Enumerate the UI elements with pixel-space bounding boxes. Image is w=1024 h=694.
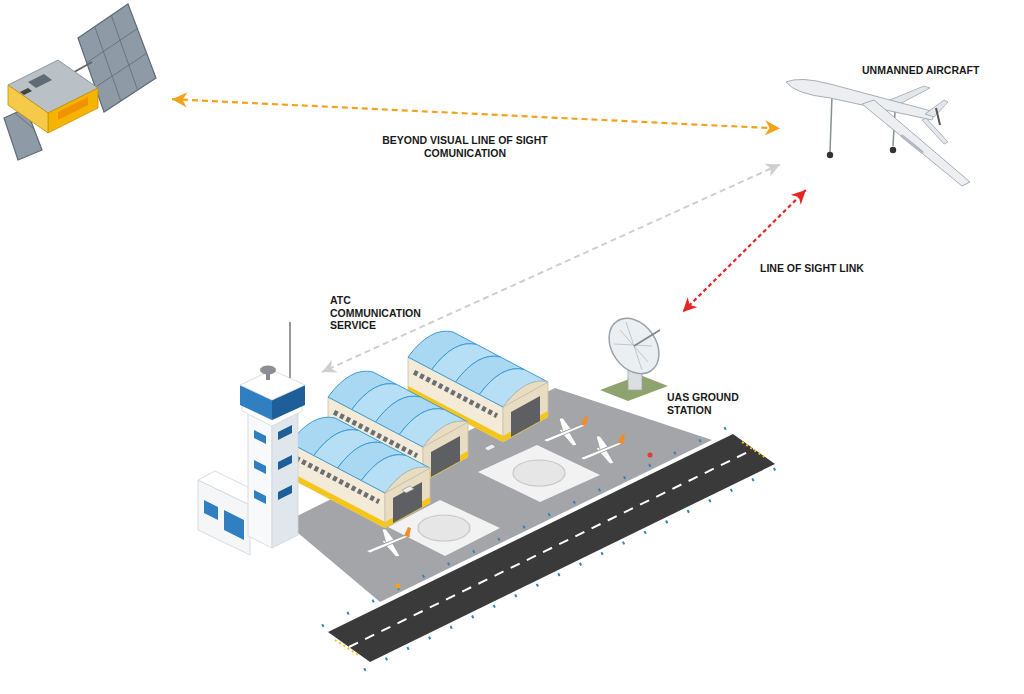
aircraft-node: UNMANNED AIRCRAFT	[780, 62, 995, 190]
link-arrow	[172, 99, 780, 128]
propeller	[936, 108, 940, 125]
ground-station	[599, 309, 669, 401]
tail-fin	[922, 118, 948, 144]
satellite-front	[48, 88, 98, 133]
dish-feed	[634, 330, 660, 346]
radar	[260, 366, 276, 375]
wing-pod	[902, 136, 922, 152]
tower-cab-roof	[240, 370, 305, 400]
node-label: UNMANNED AIRCRAFT	[862, 64, 979, 77]
satellite-node	[4, 2, 172, 164]
node-label: ATC COMMUNICATION SERVICE	[330, 294, 430, 332]
link-arrow	[322, 164, 780, 372]
edge-label-holder: BEYOND VISUAL LINE OF SIGHT COMUNICATION	[365, 134, 565, 159]
plane	[366, 527, 411, 557]
near-wing	[862, 100, 970, 186]
dish	[599, 309, 669, 383]
plane	[543, 416, 588, 446]
node-label: UAS GROUND STATION	[667, 391, 752, 416]
vehicle	[484, 444, 496, 451]
wheel	[827, 152, 833, 158]
antenna	[289, 322, 291, 378]
helipad-circle	[418, 515, 470, 541]
satellite-side	[8, 85, 48, 133]
tower-window	[254, 430, 266, 504]
atc-tower-node: ATC COMMUNICATION SERVICE	[196, 318, 322, 558]
plane	[580, 434, 625, 464]
tower-shaft	[272, 409, 298, 548]
tower-window	[204, 500, 244, 540]
ground-station-node: UAS GROUND STATION	[600, 312, 756, 422]
satellite-plate	[58, 97, 88, 120]
wheel	[890, 147, 896, 153]
unmanned-aircraft	[786, 79, 970, 186]
marker-cone	[396, 584, 401, 589]
helipad-circle	[513, 460, 565, 486]
tower-shaft	[248, 410, 272, 548]
vehicle	[402, 486, 414, 493]
edge-label-holder: LINE OF SIGHT LINK	[760, 262, 864, 275]
landing-gear	[830, 96, 832, 152]
marker-cone	[648, 453, 653, 458]
tower-window	[278, 425, 292, 500]
hangar	[290, 417, 430, 528]
link-arrow	[683, 190, 806, 312]
satellite-detail	[28, 74, 52, 88]
atc-tower	[198, 322, 305, 555]
dish-ribs	[614, 322, 652, 370]
helipad	[478, 445, 600, 502]
satellite-detail	[20, 88, 32, 95]
fuselage	[786, 79, 935, 120]
link-label: BEYOND VISUAL LINE OF SIGHT COMUNICATION	[365, 134, 565, 159]
link-label: LINE OF SIGHT LINK	[760, 262, 864, 275]
satellite	[4, 4, 156, 160]
